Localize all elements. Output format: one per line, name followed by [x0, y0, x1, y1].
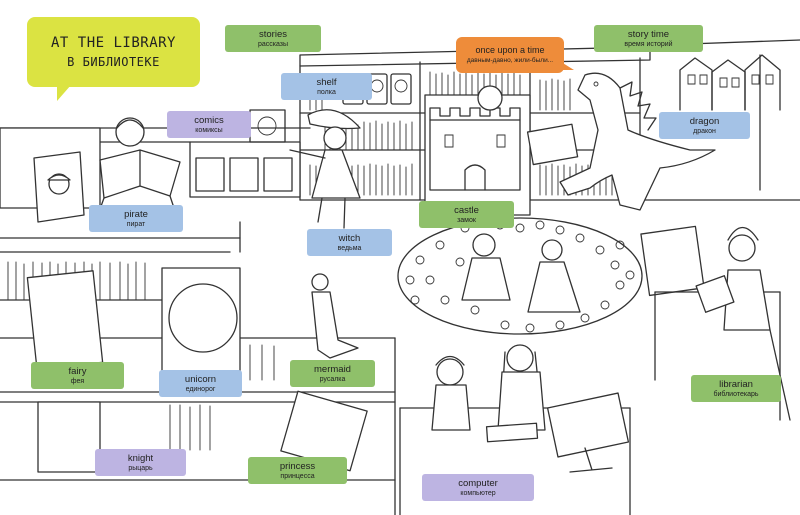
front-shelves: [0, 222, 395, 515]
castle-model: [425, 86, 530, 215]
label-librarian: librarian библиотекарь: [691, 375, 781, 402]
computer-desk: [400, 345, 630, 515]
label-pirate: pirate пират: [89, 205, 183, 232]
label-fairy: fairy фея: [31, 362, 124, 389]
label-princess: princess принцесса: [248, 457, 347, 484]
speech-english: once upon a time: [475, 45, 545, 55]
window-town: [680, 55, 780, 110]
label-unicorn: unicorn единорог: [159, 370, 242, 397]
title-english: AT THE LIBRARY: [50, 35, 176, 51]
speech-bubble: once upon a time давным-давно, жили-были…: [456, 37, 574, 73]
comics-stand: [190, 110, 300, 197]
label-comics: comics комиксы: [167, 111, 251, 138]
label-shelf: shelf полка: [281, 73, 372, 100]
dragon-figure: [528, 73, 715, 210]
label-computer: computer компьютер: [422, 474, 534, 501]
label-castle: castle замок: [419, 201, 514, 228]
title-russian: В БИБЛИОТЕКЕ: [67, 55, 160, 69]
witch-figure: [290, 110, 360, 228]
label-witch: witch ведьма: [307, 229, 392, 256]
label-mermaid: mermaid русалка: [290, 360, 375, 387]
title-bubble: AT THE LIBRARY В БИБЛИОТЕКЕ: [27, 17, 200, 101]
label-dragon: dragon дракон: [659, 112, 750, 139]
label-stories: stories рассказы: [225, 25, 321, 52]
speech-russian: давным-давно, жили-были...: [466, 57, 554, 64]
spotted-rug: [398, 218, 642, 334]
librarian-desk: [641, 226, 790, 420]
label-story-time: story time время историй: [594, 25, 703, 52]
label-knight: knight рыцарь: [95, 449, 186, 476]
pirate-reader: [0, 118, 180, 222]
